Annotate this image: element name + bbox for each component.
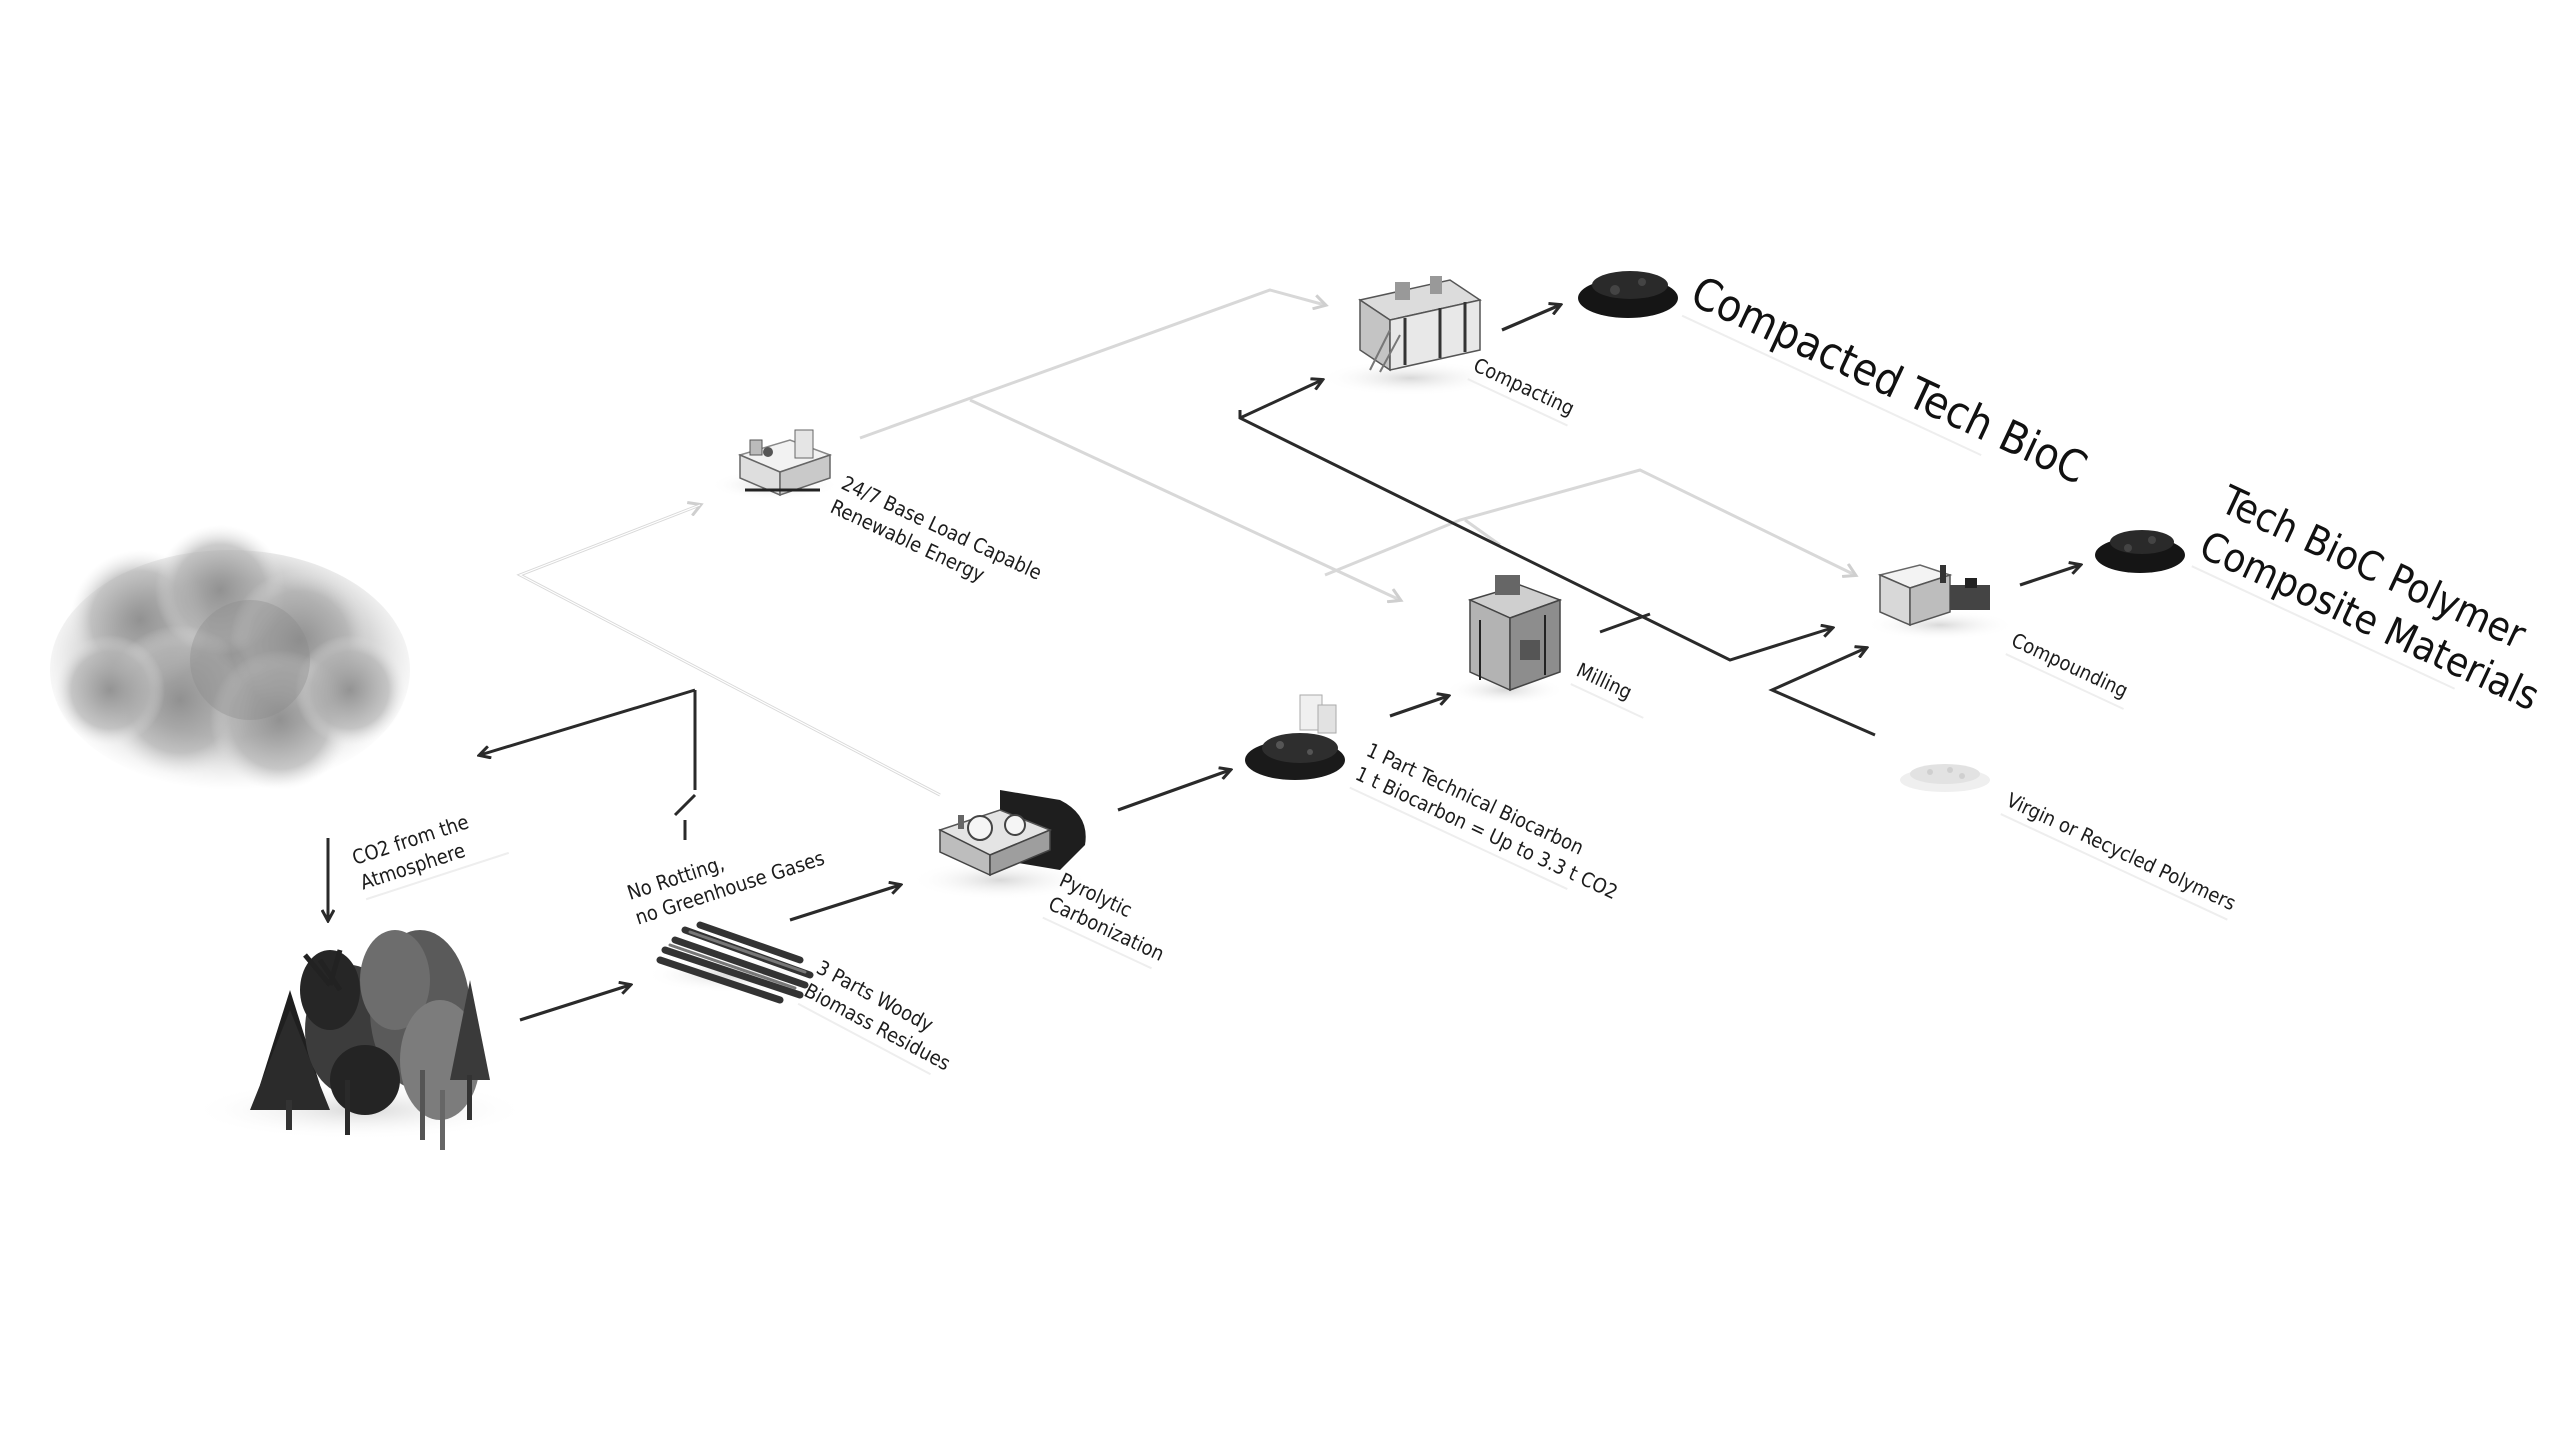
compacted-biocarbon-icon (1578, 271, 1678, 318)
biocarbon-pile-icon (1245, 694, 1345, 780)
label-compacting: Compacting (1467, 353, 1578, 427)
energy-unit-icon (710, 429, 840, 500)
label-milling: Milling (1570, 658, 1644, 719)
wood-logs-icon (645, 921, 815, 1004)
label-biocarbon-line2: 1 t Biocarbon = Up to 3.3 t CO2 (1352, 761, 1622, 904)
label-polymers-text: Virgin or Recycled Polymers (2003, 788, 2240, 915)
co2-cloud-icon (50, 525, 410, 790)
label-composite-output: Tech BioC Polymer Composite Materials (2191, 477, 2546, 720)
label-polymers: Virgin or Recycled Polymers (2000, 788, 2240, 921)
label-woody-biomass: 3 Parts Woody Biomass Residues (797, 955, 954, 1075)
polymer-pellets-icon (1900, 764, 1990, 792)
label-compacted-output: Compacted Tech BioC (1681, 267, 2094, 495)
label-pyrolytic: Pyrolytic Carbonization (1042, 868, 1168, 970)
light-flow-network (516, 288, 1855, 797)
pyrolysis-reactor-icon (910, 790, 1090, 900)
composite-granules-icon (2095, 530, 2185, 573)
label-compounding: Compounding (2005, 628, 2132, 710)
compounding-machine-icon (1865, 564, 2015, 640)
label-no-rotting: No Rotting, no Greenhouse Gases (624, 846, 827, 930)
label-technical-biocarbon: 1 Part Technical Biocarbon 1 t Biocarbon… (1349, 738, 1622, 904)
label-compacted-output-text: Compacted Tech BioC (1683, 267, 2094, 495)
dark-flow-network (328, 305, 2080, 1022)
label-milling-text: Milling (1573, 658, 1636, 704)
label-co2-atmosphere: CO2 from the Atmosphere (349, 810, 510, 901)
label-renewable-energy: 24/7 Base Load Capable Renewable Energy (827, 471, 1046, 587)
compacting-machine-icon (1320, 276, 1500, 396)
label-compounding-text: Compounding (2008, 628, 2132, 703)
forest-icon (190, 930, 530, 1150)
milling-machine-icon (1445, 575, 1565, 705)
